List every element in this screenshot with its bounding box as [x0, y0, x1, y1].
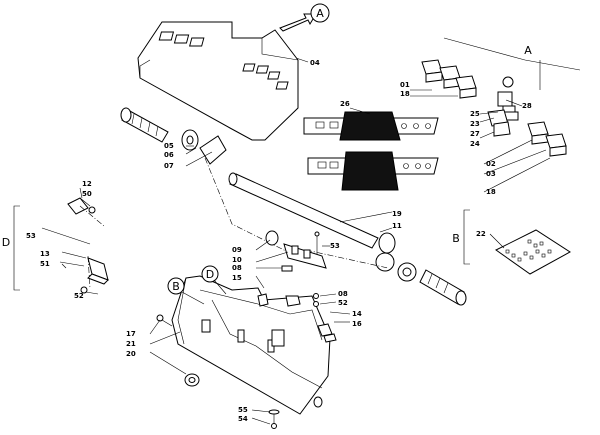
label-03: 03 [486, 170, 496, 178]
handle-grip-right [375, 232, 467, 306]
screw-17 [156, 314, 173, 327]
keyswitch-icon [487, 76, 519, 137]
label-24: 24 [470, 140, 480, 148]
callout-a-label: A [316, 7, 324, 20]
label-26: 26 [340, 100, 350, 108]
callout-d-bracket: D [2, 236, 10, 249]
label-20: 20 [126, 350, 136, 358]
switch-02 [439, 65, 461, 89]
label-18a: 18 [400, 90, 410, 98]
svg-text:D: D [206, 268, 214, 281]
handle-grip-left [120, 107, 227, 165]
top-cover [137, 21, 299, 141]
callout-b-circle: B [167, 277, 205, 305]
label-19: 19 [392, 210, 402, 218]
lower-housing [171, 275, 331, 415]
label-53a: 53 [26, 232, 36, 240]
circuit-board-icon [463, 209, 571, 275]
clip-16 [317, 323, 337, 343]
label-18b: 18 [486, 188, 496, 196]
label-06: 06 [164, 151, 174, 159]
svg-text:B: B [172, 280, 180, 293]
label-01: 01 [400, 81, 410, 89]
side-bracket-assembly [13, 197, 109, 294]
label-50: 50 [82, 190, 92, 198]
label-23: 23 [470, 120, 480, 128]
control-panel-overlay-upper [303, 111, 439, 141]
label-11: 11 [392, 222, 402, 230]
label-53b: 53 [330, 242, 340, 250]
label-52a: 52 [74, 292, 84, 300]
label-51: 51 [40, 260, 50, 268]
label-10: 10 [232, 256, 242, 264]
label-13: 13 [40, 250, 50, 258]
rocker-switch-lower [527, 121, 567, 157]
callout-a-top: A [279, 3, 330, 32]
spacer-08 [313, 293, 319, 307]
grommet-20 [184, 373, 200, 387]
label-05: 05 [164, 142, 174, 150]
part-labels: 04 05 06 07 01 18 26 25 23 27 24 28 02 0… [26, 59, 532, 423]
bracket-mechanism [265, 230, 327, 272]
handle-bar [228, 172, 379, 249]
switch-03 [455, 75, 477, 99]
label-17: 17 [126, 330, 136, 338]
label-55: 55 [238, 406, 248, 414]
callout-a-side: A [524, 44, 532, 57]
screw-55-54 [268, 409, 280, 429]
control-panel-overlay-lower [307, 151, 439, 191]
callout-b-bracket: B [452, 232, 460, 245]
label-12: 12 [82, 180, 92, 188]
label-14: 14 [352, 310, 362, 318]
callout-d-circle: D [201, 265, 227, 295]
label-15: 15 [232, 274, 242, 282]
label-16: 16 [352, 320, 362, 328]
label-07: 07 [164, 162, 174, 170]
label-21: 21 [126, 340, 136, 348]
label-25: 25 [470, 110, 480, 118]
label-54: 54 [238, 415, 248, 423]
label-52b: 52 [338, 299, 348, 307]
label-28: 28 [522, 102, 532, 110]
label-02: 02 [486, 160, 496, 168]
switch-01 [421, 59, 443, 83]
label-09: 09 [232, 246, 242, 254]
label-04: 04 [310, 59, 320, 67]
switch-group [421, 37, 581, 157]
label-08b: 08 [338, 290, 348, 298]
leader-lines [61, 57, 551, 425]
label-27: 27 [470, 130, 480, 138]
label-22: 22 [476, 230, 486, 238]
label-08a: 08 [232, 264, 242, 272]
